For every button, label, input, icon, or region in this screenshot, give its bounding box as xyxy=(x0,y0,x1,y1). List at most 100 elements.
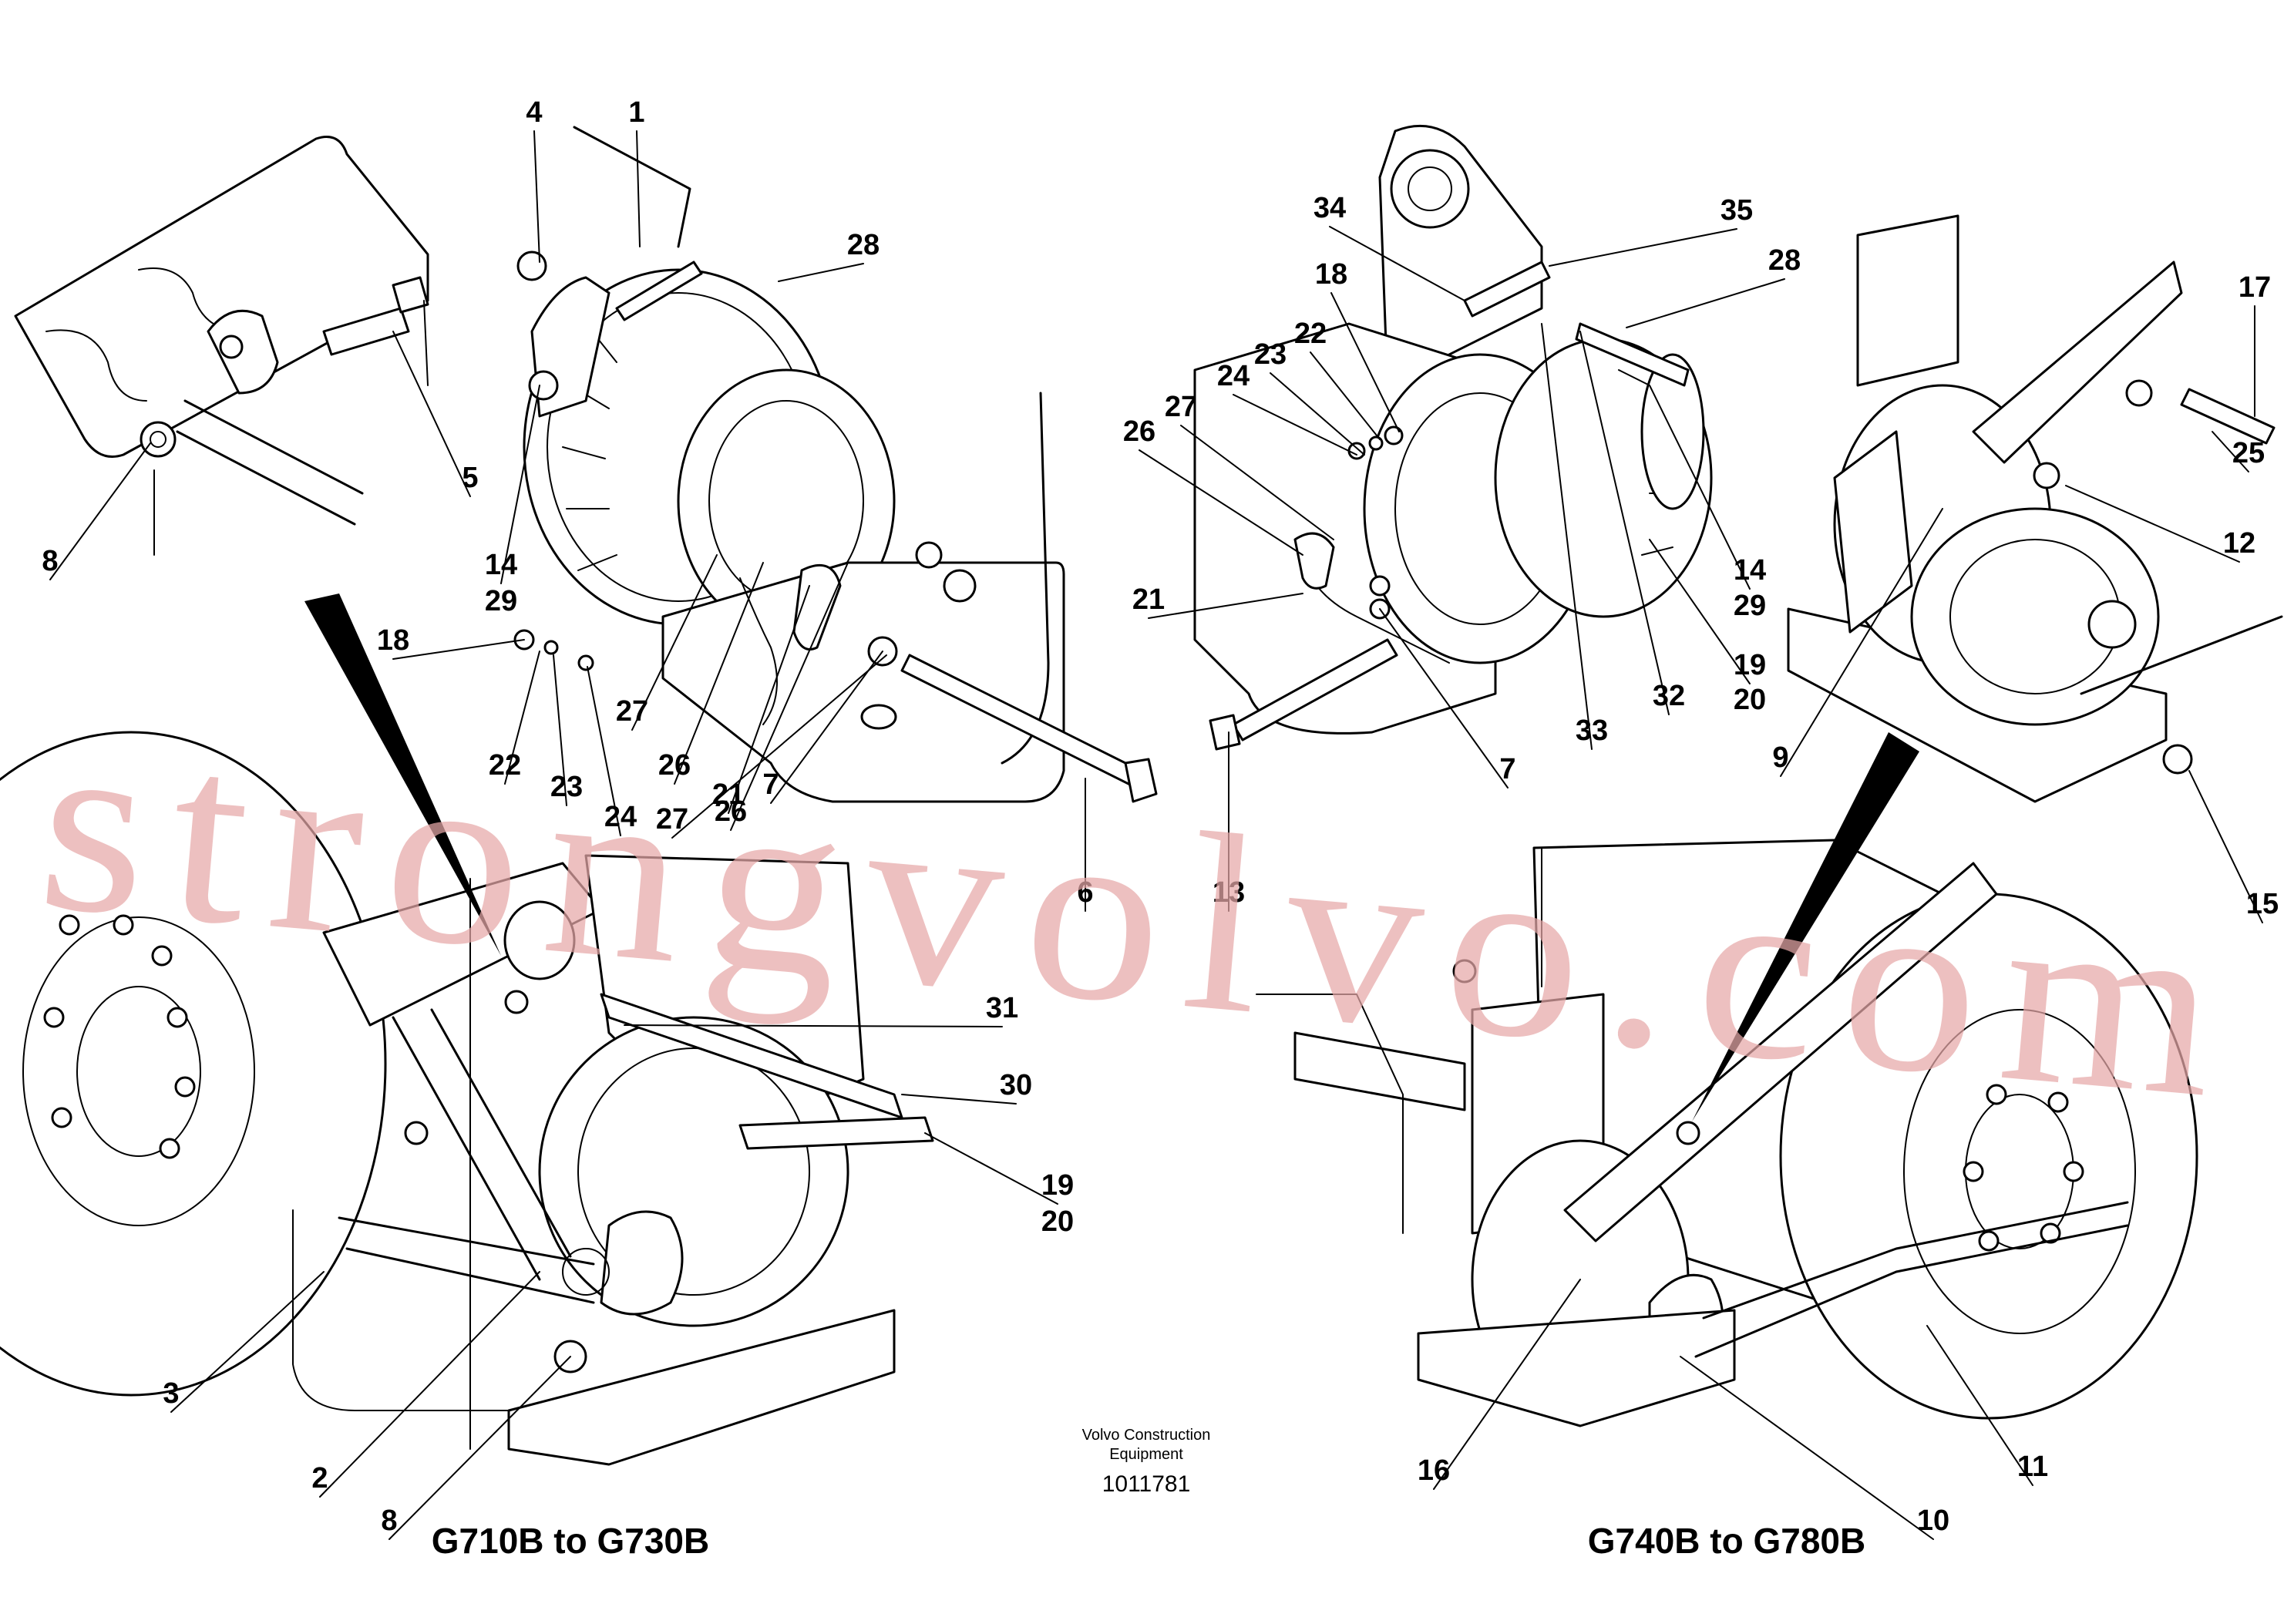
alternator-exploded-right xyxy=(1193,124,1713,751)
leader-line-28 xyxy=(778,263,864,282)
callout-5: 5 xyxy=(462,462,478,494)
leader-line-5 xyxy=(392,331,471,497)
callout-26: 26 xyxy=(715,795,747,828)
callout-leader-lines xyxy=(49,130,2263,1540)
callout-18: 18 xyxy=(377,624,409,657)
alternator-mounted-detail xyxy=(1787,214,2283,803)
leader-line-11 xyxy=(1926,1325,2033,1486)
leader-line-26 xyxy=(730,562,849,831)
leader-line-19 xyxy=(924,1132,1058,1205)
callout-9: 9 xyxy=(1772,741,1788,774)
leader-line-33 xyxy=(1541,323,1593,750)
callout-35: 35 xyxy=(1720,194,1753,227)
leader-line-1 xyxy=(636,130,641,247)
leader-line-23 xyxy=(1270,372,1365,456)
callout-4: 4 xyxy=(526,96,542,129)
callout-10: 10 xyxy=(1917,1505,1949,1537)
leader-line-7 xyxy=(1379,608,1509,788)
leader-line-10 xyxy=(1680,1356,1934,1540)
leader-line-35 xyxy=(1549,228,1737,267)
caption-left-models: G710B to G730B xyxy=(432,1521,709,1561)
leader-line-2 xyxy=(319,1271,540,1498)
callout-26: 26 xyxy=(658,749,691,782)
leader-line-9 xyxy=(1780,508,1943,777)
leader-line-15 xyxy=(2188,770,2263,923)
leader-line-27 xyxy=(671,654,887,839)
leader-line-24 xyxy=(1233,394,1357,456)
leader-line-8 xyxy=(388,1356,571,1540)
callout-26: 26 xyxy=(1123,415,1155,448)
callout-14: 14 xyxy=(1734,554,1766,587)
callout-25: 25 xyxy=(2232,437,2265,469)
callout-34: 34 xyxy=(1314,192,1346,224)
callout-31: 31 xyxy=(986,992,1018,1024)
leader-line-26 xyxy=(674,562,764,785)
leader-line-27 xyxy=(631,554,718,731)
leader-line-22 xyxy=(1310,351,1381,440)
callout-32: 32 xyxy=(1653,680,1685,712)
callout-27: 27 xyxy=(616,695,648,728)
callout-23: 23 xyxy=(1254,338,1287,371)
leader-line-28 xyxy=(1626,278,1785,328)
callout-33: 33 xyxy=(1576,714,1608,747)
leader-line-18 xyxy=(392,639,525,660)
leader-line-21 xyxy=(1148,593,1303,619)
leader-line-19 xyxy=(1649,539,1751,684)
callout-24: 24 xyxy=(604,801,637,833)
callout-21: 21 xyxy=(1132,583,1165,616)
leader-line-21 xyxy=(728,585,810,814)
engine-assembly-left xyxy=(0,731,934,1466)
callout-24: 24 xyxy=(1217,360,1250,392)
callout-8: 8 xyxy=(381,1505,397,1537)
pointer-triangle-right xyxy=(1692,732,1919,1121)
leader-line-4 xyxy=(533,130,540,263)
leader-line-12 xyxy=(2065,485,2240,563)
callout-12: 12 xyxy=(2223,527,2255,560)
callout-22: 22 xyxy=(1294,318,1327,350)
callout-28: 28 xyxy=(1768,244,1801,277)
leader-line-18 xyxy=(1330,292,1400,432)
callout-23: 23 xyxy=(550,771,583,803)
callout-22: 22 xyxy=(489,749,521,782)
leader-line-14 xyxy=(1649,385,1751,590)
callout-1: 1 xyxy=(628,96,644,129)
leader-line-26 xyxy=(1139,449,1303,556)
callout-16: 16 xyxy=(1418,1454,1450,1487)
leader-line-3 xyxy=(170,1271,325,1413)
leader-line-7 xyxy=(770,651,883,804)
callout-18: 18 xyxy=(1315,258,1347,291)
leader-line-16 xyxy=(1433,1279,1581,1490)
callout-7: 7 xyxy=(1499,753,1515,785)
callout-13: 13 xyxy=(1213,876,1245,909)
stamp-drawing-number: 1011781 xyxy=(1102,1471,1191,1497)
leader-line-27 xyxy=(1180,425,1334,540)
callout-27: 27 xyxy=(1165,391,1197,423)
callout-17: 17 xyxy=(2238,271,2271,304)
callout-8: 8 xyxy=(42,545,58,577)
callout-19: 19 xyxy=(1734,649,1766,681)
stamp-company-line2: Equipment xyxy=(1109,1446,1183,1463)
stamp-company-line1: Volvo Construction xyxy=(1082,1427,1211,1444)
view-pointers xyxy=(304,593,1919,1121)
callout-30: 30 xyxy=(1000,1069,1032,1101)
bracket-detail xyxy=(14,136,429,556)
callout-6: 6 xyxy=(1077,876,1093,909)
leader-line-24 xyxy=(587,666,621,836)
callout-29: 29 xyxy=(485,585,517,617)
callout-15: 15 xyxy=(2246,888,2279,920)
leader-line-14 xyxy=(500,385,540,584)
leader-line-31 xyxy=(624,1024,1003,1027)
leader-line-8 xyxy=(49,442,151,580)
callout-29: 29 xyxy=(1734,590,1766,622)
leader-line-32 xyxy=(1579,331,1670,715)
callout-20: 20 xyxy=(1041,1205,1074,1238)
callout-21: 21 xyxy=(712,778,745,811)
leader-line-34 xyxy=(1329,226,1465,301)
callout-19: 19 xyxy=(1041,1169,1074,1202)
callout-28: 28 xyxy=(847,229,880,261)
leader-line-22 xyxy=(504,651,540,785)
caption-right-models: G740B to G780B xyxy=(1588,1521,1865,1561)
leader-line-23 xyxy=(553,654,567,806)
